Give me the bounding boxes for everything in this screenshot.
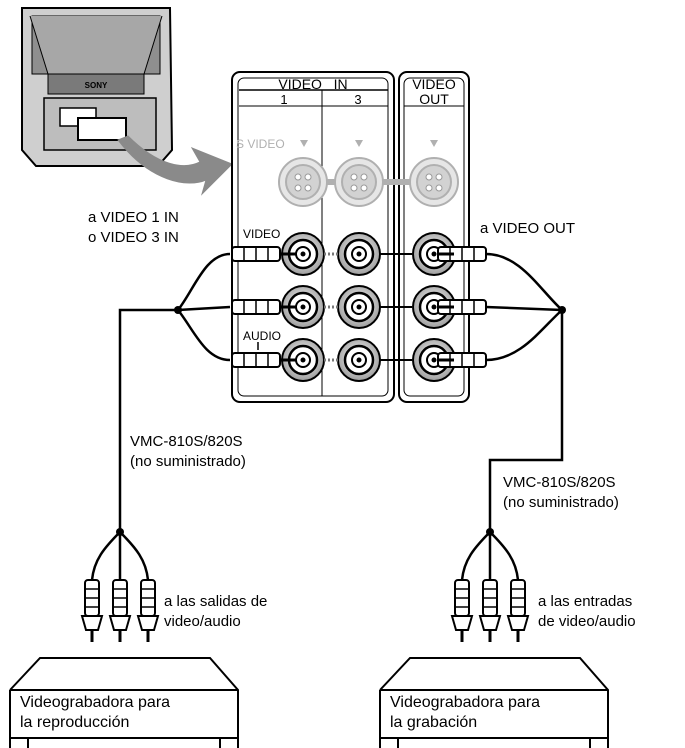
recording-vcr: [379, 657, 609, 748]
cable-left-model: VMC-810S/820S: [130, 433, 243, 450]
s-video-3-indicator-icon: [355, 140, 363, 147]
plug-in-audio-l[interactable]: [231, 299, 281, 315]
recording-vcr-line2: la grabación: [390, 714, 477, 731]
video-out-header-line2: OUT: [419, 91, 449, 107]
video-in-target-line1: a VIDEO 1 IN: [88, 209, 179, 226]
rca-jack-in-3-audio-l[interactable]: [337, 285, 381, 329]
rca-plug-icon: [450, 579, 474, 642]
plugs-left-line2: video/audio: [164, 613, 241, 630]
recording-vcr-line1: Videograbadora para: [390, 694, 540, 711]
rca-plug-icon: [136, 579, 160, 642]
audio-row-label: AUDIO: [243, 329, 281, 343]
video-in-target-line2: o VIDEO 3 IN: [88, 229, 179, 246]
plugs-right-line1: a las entradas: [538, 593, 632, 610]
s-video-1-indicator-icon: [300, 140, 308, 147]
tv-brand-label: SONY: [85, 81, 108, 90]
left-cable: [118, 252, 231, 530]
s-video-jack-out[interactable]: [409, 157, 459, 207]
input-1-label: 1: [280, 92, 287, 107]
cable-right-note: (no suministrado): [503, 494, 619, 511]
cable-left-note: (no suministrado): [130, 453, 246, 470]
s-video-label: S VIDEO: [236, 137, 285, 151]
s-video-out-indicator-icon: [430, 140, 438, 147]
rca-plug-icon: [108, 579, 132, 642]
rca-jack-grid: [231, 232, 487, 382]
plugs-right-line2: de video/audio: [538, 613, 636, 630]
rca-plug-icon: [80, 579, 104, 642]
rca-jack-in-3-video[interactable]: [337, 232, 381, 276]
plug-in-audio-r[interactable]: [231, 352, 281, 368]
input-3-label: 3: [354, 92, 361, 107]
right-cable: [485, 252, 564, 530]
rca-plug-icon: [506, 579, 530, 642]
plug-in-video[interactable]: [231, 246, 281, 262]
rca-plug-icon: [478, 579, 502, 642]
rca-jack-in-3-audio-r[interactable]: [337, 338, 381, 382]
video-out-target-label: a VIDEO OUT: [480, 220, 575, 237]
s-video-jack-1[interactable]: [278, 157, 328, 207]
playback-vcr-line2: la reproducción: [20, 714, 129, 731]
rca-jack-in-1-audio-r[interactable]: [281, 338, 325, 382]
plugs-left-line1: a las salidas de: [164, 593, 267, 610]
video-in-header: VIDEO IN: [278, 76, 347, 92]
video-row-label: VIDEO: [243, 227, 280, 241]
cable-right-model: VMC-810S/820S: [503, 474, 616, 491]
video-out-header-line1: VIDEO: [412, 76, 456, 92]
playback-vcr: [9, 657, 239, 748]
playback-vcr-line1: Videograbadora para: [20, 694, 170, 711]
s-video-jack-3[interactable]: [334, 157, 384, 207]
tv-rear-illustration: SONY: [21, 7, 174, 167]
bottom-plug-group: [80, 579, 530, 642]
